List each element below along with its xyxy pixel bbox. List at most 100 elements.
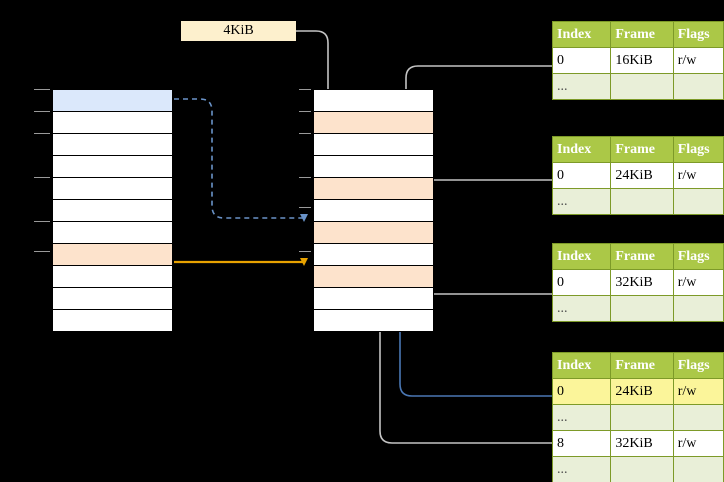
physical-frame-row-3 — [313, 155, 434, 178]
cell-flags: r/w — [672, 378, 724, 405]
physical-frame-row-4 — [313, 177, 434, 200]
cell-index: 0 — [551, 162, 612, 189]
virtual-page-row-3 — [52, 155, 173, 178]
virtual-page-row-4 — [52, 177, 173, 200]
cell-index: ... — [551, 404, 612, 431]
connector-table4-row0-to-frame — [396, 222, 552, 397]
cell-index: 0 — [551, 378, 612, 405]
table-row[interactable]: ... — [551, 404, 724, 431]
size-label-4kib: 4KiB — [181, 21, 296, 41]
column-header-frame: Frame — [610, 352, 674, 379]
column-header-index: Index — [551, 136, 612, 163]
physical-frame-row-8 — [313, 265, 434, 288]
cell-flags: r/w — [672, 430, 724, 457]
virtual-page-row-0 — [52, 89, 173, 112]
cell-frame — [610, 295, 674, 322]
cell-flags: r/w — [672, 47, 724, 74]
connector-table2-to-frame — [416, 179, 552, 224]
table-row[interactable]: ... — [551, 456, 724, 482]
cell-flags: r/w — [672, 162, 724, 189]
physical-frame-row-5 — [313, 199, 434, 222]
table-row[interactable]: ... — [551, 295, 724, 322]
tick-mark — [34, 133, 50, 134]
tick-mark — [299, 207, 311, 208]
connector-size-to-frame — [296, 30, 332, 112]
column-header-frame: Frame — [610, 136, 674, 163]
physical-frame-row-1 — [313, 111, 434, 134]
cell-frame — [610, 404, 674, 431]
cell-flags — [672, 456, 724, 482]
tick-mark — [34, 221, 50, 222]
cell-frame: 32KiB — [610, 269, 674, 296]
cell-frame: 24KiB — [610, 378, 674, 405]
connector-table4-row8-to-frame — [376, 268, 552, 444]
virtual-page-row-2 — [52, 133, 173, 156]
column-header-index: Index — [551, 21, 612, 48]
virtual-page-row-5 — [52, 199, 173, 222]
cell-frame: 32KiB — [610, 430, 674, 457]
column-header-index: Index — [551, 243, 612, 270]
tick-mark — [34, 111, 50, 112]
cell-index: 8 — [551, 430, 612, 457]
column-header-flags: Flags — [672, 136, 724, 163]
cell-index: 0 — [551, 269, 612, 296]
cell-flags — [672, 188, 724, 215]
column-header-frame: Frame — [610, 243, 674, 270]
cell-flags — [672, 404, 724, 431]
physical-frame-row-10 — [313, 309, 434, 332]
column-header-flags: Flags — [672, 243, 724, 270]
table-row[interactable]: ... — [551, 73, 724, 100]
cell-frame: 16KiB — [610, 47, 674, 74]
connector-virtual-blue-dashed — [174, 98, 308, 222]
physical-frame-row-9 — [313, 287, 434, 310]
physical-frame-row-7 — [313, 243, 434, 266]
cell-frame — [610, 456, 674, 482]
virtual-address-space-column — [52, 89, 173, 332]
cell-index: 0 — [551, 47, 612, 74]
virtual-page-row-9 — [52, 287, 173, 310]
cell-index: ... — [551, 456, 612, 482]
tick-mark — [299, 111, 311, 112]
virtual-page-row-1 — [52, 111, 173, 134]
tick-mark — [299, 177, 311, 178]
tick-mark — [299, 89, 311, 90]
tick-mark — [299, 133, 311, 134]
physical-memory-column — [313, 89, 434, 332]
tick-mark — [34, 89, 50, 90]
physical-frame-row-0 — [313, 89, 434, 112]
cell-index: ... — [551, 188, 612, 215]
cell-frame — [610, 73, 674, 100]
tick-mark — [299, 251, 311, 252]
cell-frame: 24KiB — [610, 162, 674, 189]
tick-mark — [34, 177, 50, 178]
tick-mark — [34, 251, 50, 252]
column-header-flags: Flags — [672, 21, 724, 48]
column-header-frame: Frame — [610, 21, 674, 48]
cell-index: ... — [551, 295, 612, 322]
column-header-index: Index — [551, 352, 612, 379]
physical-frame-row-2 — [313, 133, 434, 156]
virtual-page-row-8 — [52, 265, 173, 288]
table-row[interactable]: ... — [551, 188, 724, 215]
cell-frame — [610, 188, 674, 215]
cell-flags — [672, 295, 724, 322]
virtual-page-row-10 — [52, 309, 173, 332]
cell-index: ... — [551, 73, 612, 100]
physical-frame-row-6 — [313, 221, 434, 244]
column-header-flags: Flags — [672, 352, 724, 379]
cell-flags — [672, 73, 724, 100]
